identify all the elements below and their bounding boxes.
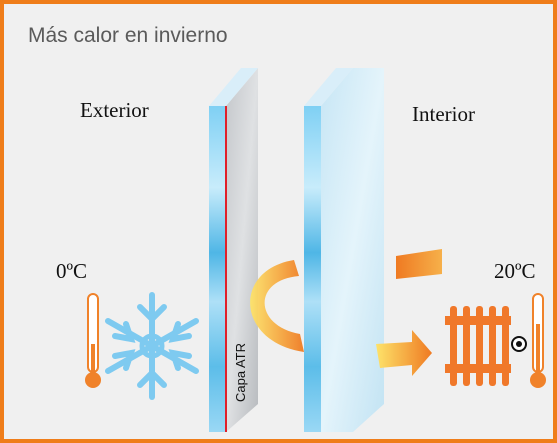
interior-label: Interior [412,102,475,126]
radiator-icon [445,306,527,386]
diagram-title: Más calor en invierno [28,24,228,47]
glazing-illustration: Capa ATR [85,68,546,432]
exterior-label: Exterior [80,98,149,122]
inner-glass-pane [304,68,384,432]
outer-glass-pane [209,68,258,432]
outside-thermometer-icon [85,293,101,388]
outside-temperature-label: 0ºC [56,259,88,283]
snowflake-icon [105,292,199,400]
inside-temperature-label: 20ºC [494,259,536,283]
circular-arrow-icon [250,249,442,352]
coating-layer-label: Capa ATR [233,343,248,402]
inside-thermometer-icon [530,293,546,388]
heat-arrow-icon [376,330,432,376]
